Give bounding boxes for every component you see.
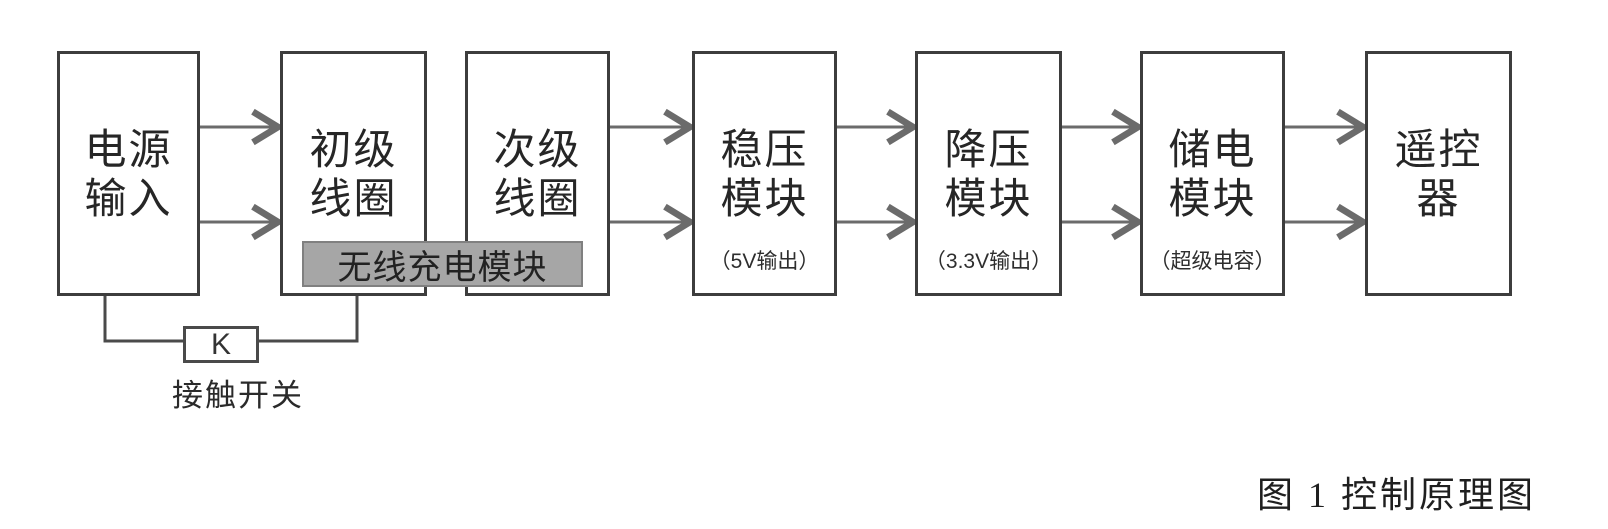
block-regulator-module-label: 稳压 模块 xyxy=(720,125,809,222)
block-storage-module-label: 储电 模块 xyxy=(1168,125,1257,222)
block-regulator-module: 稳压 模块 （5V输出） xyxy=(692,51,837,296)
block-regulator-module-sublabel: （5V输出） xyxy=(709,250,820,273)
block-remote-control: 遥控 器 xyxy=(1365,51,1512,296)
block-buck-module: 降压 模块 （3.3V输出） xyxy=(915,51,1062,296)
wireless-charging-module-label: 无线充电模块 xyxy=(337,248,548,287)
figure-caption: 图 1 控制原理图 xyxy=(1256,475,1536,515)
contact-switch-box: K xyxy=(183,326,259,363)
block-buck-module-label: 降压 模块 xyxy=(944,125,1033,222)
block-storage-module-sublabel: （超级电容） xyxy=(1149,250,1276,273)
contact-switch-label: 接触开关 xyxy=(172,378,304,413)
wireless-charging-module-overlay: 无线充电模块 xyxy=(302,241,583,287)
block-secondary-coil-label: 次级 线圈 xyxy=(493,125,582,222)
block-buck-module-sublabel: （3.3V输出） xyxy=(924,250,1053,273)
block-primary-coil-label: 初级 线圈 xyxy=(309,125,398,222)
block-power-input: 电源 输入 xyxy=(57,51,200,296)
block-storage-module: 储电 模块 （超级电容） xyxy=(1140,51,1285,296)
block-power-input-label: 电源 输入 xyxy=(84,125,173,222)
block-remote-control-label: 遥控 器 xyxy=(1394,125,1483,222)
contact-switch-symbol: K xyxy=(210,327,231,361)
